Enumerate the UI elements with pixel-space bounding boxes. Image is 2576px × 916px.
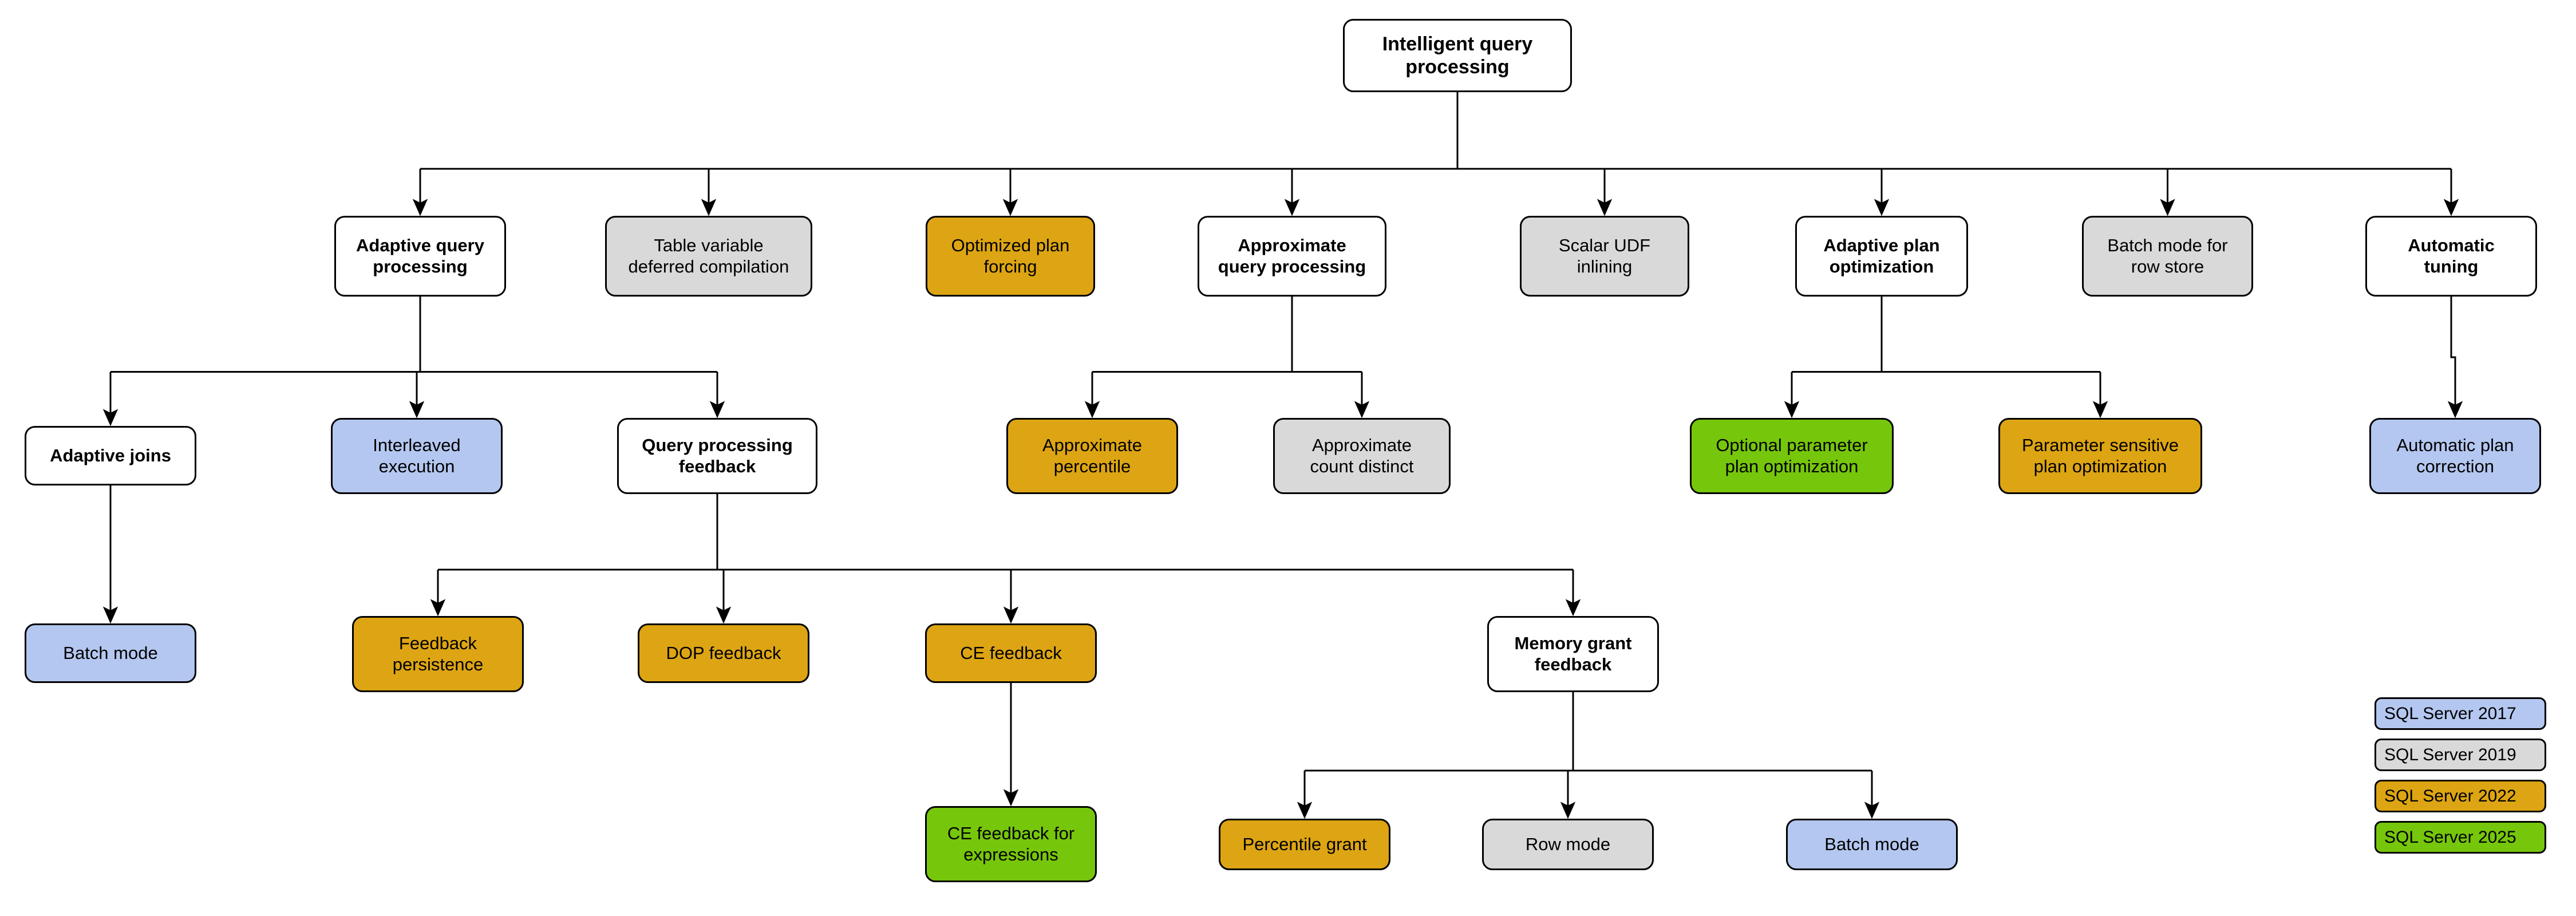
node-auto-tuning[interactable]: Automatic tuning xyxy=(2365,216,2537,297)
node-apc[interactable]: Automatic plan correction xyxy=(2369,418,2541,494)
legend-label: SQL Server 2025 xyxy=(2384,827,2516,847)
node-label: Percentile grant xyxy=(1242,834,1367,854)
node-ce-fb[interactable]: CE feedback xyxy=(925,623,1097,683)
node-label: Query processing feedback xyxy=(642,435,793,476)
legend: SQL Server 2017 SQL Server 2019 SQL Serv… xyxy=(2374,697,2546,862)
legend-item-sql-server-2022: SQL Server 2022 xyxy=(2374,780,2546,812)
node-label: Approximate query processing xyxy=(1218,235,1366,277)
node-opf[interactable]: Optimized plan forcing xyxy=(926,216,1095,297)
node-label: Adaptive plan optimization xyxy=(1823,235,1940,277)
node-label: Approximate count distinct xyxy=(1310,435,1414,476)
node-label: Batch mode xyxy=(1824,834,1919,854)
node-label: Intelligent query processing xyxy=(1382,33,1533,78)
node-label: Interleaved execution xyxy=(373,435,461,476)
node-label: Approximate percentile xyxy=(1042,435,1143,476)
node-label: Automatic tuning xyxy=(2408,235,2495,277)
node-approx-cd[interactable]: Approximate count distinct xyxy=(1273,418,1451,494)
node-batch-mode-aj[interactable]: Batch mode xyxy=(25,623,196,683)
node-interleaved[interactable]: Interleaved execution xyxy=(331,418,503,494)
legend-label: SQL Server 2019 xyxy=(2384,745,2516,764)
node-label: CE feedback for expressions xyxy=(947,823,1075,864)
node-label: CE feedback xyxy=(960,642,1062,663)
legend-label: SQL Server 2017 xyxy=(2384,704,2516,723)
node-label: Parameter sensitive plan optimization xyxy=(2022,435,2179,476)
legend-item-sql-server-2025: SQL Server 2025 xyxy=(2374,821,2546,854)
node-label: Optional parameter plan optimization xyxy=(1716,435,1868,476)
node-batch-mode-mgf[interactable]: Batch mode xyxy=(1786,819,1958,870)
node-label: Row mode xyxy=(1525,834,1611,854)
connector xyxy=(2447,297,2463,418)
node-label: Feedback persistence xyxy=(392,633,484,674)
node-label: DOP feedback xyxy=(666,642,781,663)
node-adaptive-qp[interactable]: Adaptive query processing xyxy=(334,216,506,297)
node-label: Optimized plan forcing xyxy=(951,235,1070,277)
node-label: Adaptive query processing xyxy=(356,235,484,277)
legend-item-sql-server-2017: SQL Server 2017 xyxy=(2374,697,2546,730)
node-label: Automatic plan correction xyxy=(2396,435,2514,476)
node-adaptive-joins[interactable]: Adaptive joins xyxy=(25,426,196,485)
node-bm-rowstore[interactable]: Batch mode for row store xyxy=(2082,216,2253,297)
node-label: Adaptive joins xyxy=(50,445,171,465)
node-dop-fb[interactable]: DOP feedback xyxy=(638,623,809,683)
node-tvdc[interactable]: Table variable deferred compilation xyxy=(605,216,812,297)
node-label: Scalar UDF inlining xyxy=(1558,235,1651,277)
node-row-mode[interactable]: Row mode xyxy=(1482,819,1654,870)
node-root[interactable]: Intelligent query processing xyxy=(1343,19,1572,92)
node-label: Batch mode xyxy=(63,642,158,663)
node-qpf[interactable]: Query processing feedback xyxy=(617,418,817,494)
node-mgf[interactable]: Memory grant feedback xyxy=(1487,616,1659,692)
node-apo[interactable]: Adaptive plan optimization xyxy=(1795,216,1968,297)
legend-item-sql-server-2019: SQL Server 2019 xyxy=(2374,739,2546,771)
node-approx-pct[interactable]: Approximate percentile xyxy=(1006,418,1178,494)
node-pspo[interactable]: Parameter sensitive plan optimization xyxy=(1998,418,2202,494)
node-scalar-udf[interactable]: Scalar UDF inlining xyxy=(1520,216,1689,297)
node-label: Batch mode for row store xyxy=(2107,235,2228,277)
node-label: Table variable deferred compilation xyxy=(628,235,789,277)
node-opt-param[interactable]: Optional parameter plan optimization xyxy=(1690,418,1894,494)
node-pct-grant[interactable]: Percentile grant xyxy=(1219,819,1390,870)
node-ce-fb-expr[interactable]: CE feedback for expressions xyxy=(925,806,1097,882)
legend-label: SQL Server 2022 xyxy=(2384,786,2516,806)
node-fb-persist[interactable]: Feedback persistence xyxy=(352,616,524,692)
node-approx-qp[interactable]: Approximate query processing xyxy=(1198,216,1386,297)
node-label: Memory grant feedback xyxy=(1514,633,1632,674)
